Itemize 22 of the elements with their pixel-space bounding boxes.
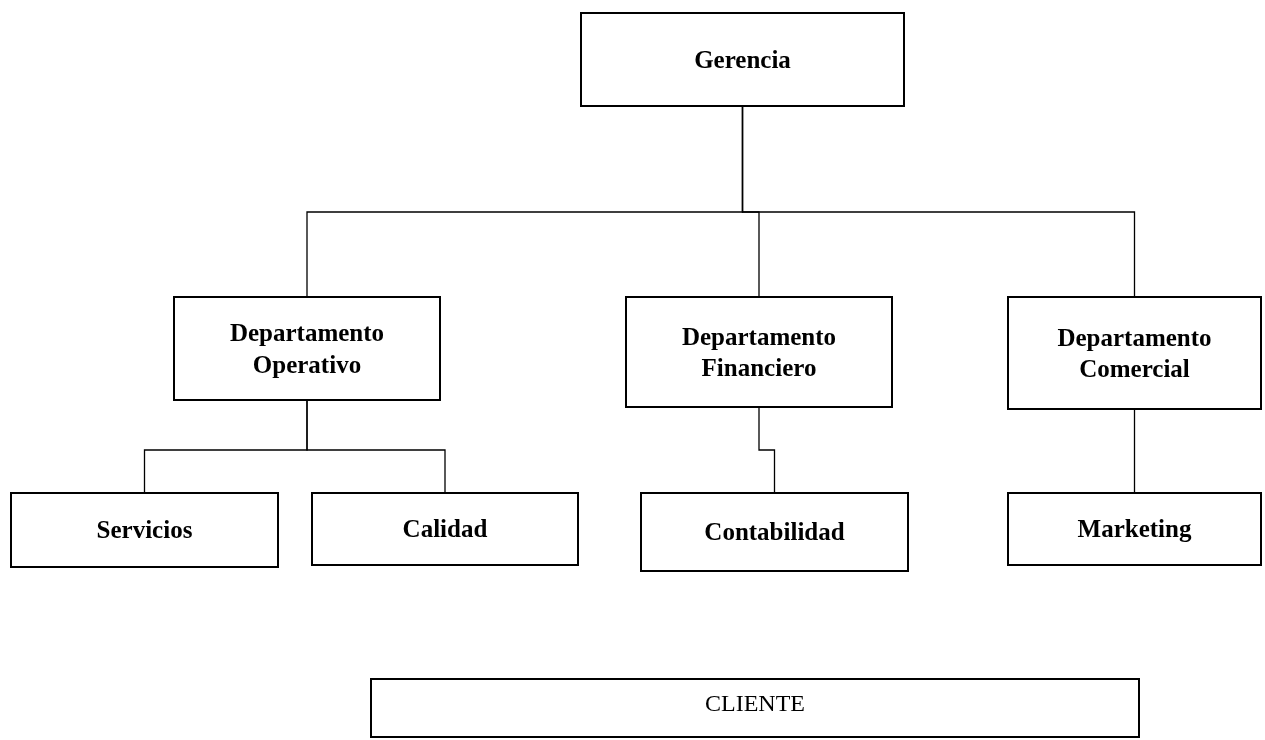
org-box xyxy=(580,12,905,107)
org-box xyxy=(640,492,909,572)
box-label: Gerencia xyxy=(694,44,791,75)
org-box xyxy=(173,296,441,401)
connector-line xyxy=(741,106,1136,297)
box-label: Departamento Comercial xyxy=(1056,322,1213,384)
org-box xyxy=(370,678,1140,738)
box-label: Departamento Operativo xyxy=(228,318,386,380)
org-box xyxy=(311,492,579,566)
org-box xyxy=(10,492,279,568)
connector-line xyxy=(1133,409,1136,493)
org-box xyxy=(625,296,893,408)
connector-line xyxy=(758,407,776,493)
org-box xyxy=(1007,296,1262,410)
box-label: CLIENTE xyxy=(705,689,805,718)
box-label: Servicios xyxy=(96,515,193,546)
connector-line xyxy=(306,400,446,493)
box-label: Calidad xyxy=(402,514,488,545)
box-label: Contabilidad xyxy=(704,517,845,548)
box-label: Departamento Financiero xyxy=(680,321,838,383)
box-label: Marketing xyxy=(1077,514,1192,545)
org-box xyxy=(1007,492,1262,566)
